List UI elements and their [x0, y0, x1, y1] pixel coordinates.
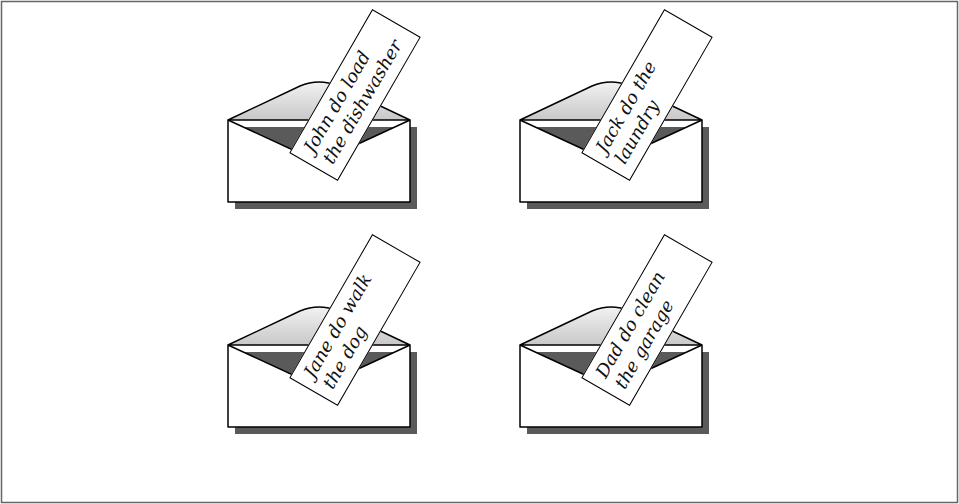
paper-note: Jack do the laundry [581, 9, 712, 181]
note-text: Jack do the laundry [591, 25, 698, 168]
note-text: John do load the dishwasher [299, 25, 406, 168]
paper-note: Jane do walk the dog [289, 234, 420, 406]
note-text: Dad do clean the garage [591, 250, 698, 393]
note-text: Jane do walk the dog [299, 250, 406, 393]
paper-note: John do load the dishwasher [289, 9, 420, 181]
paper-note: Dad do clean the garage [581, 234, 712, 406]
